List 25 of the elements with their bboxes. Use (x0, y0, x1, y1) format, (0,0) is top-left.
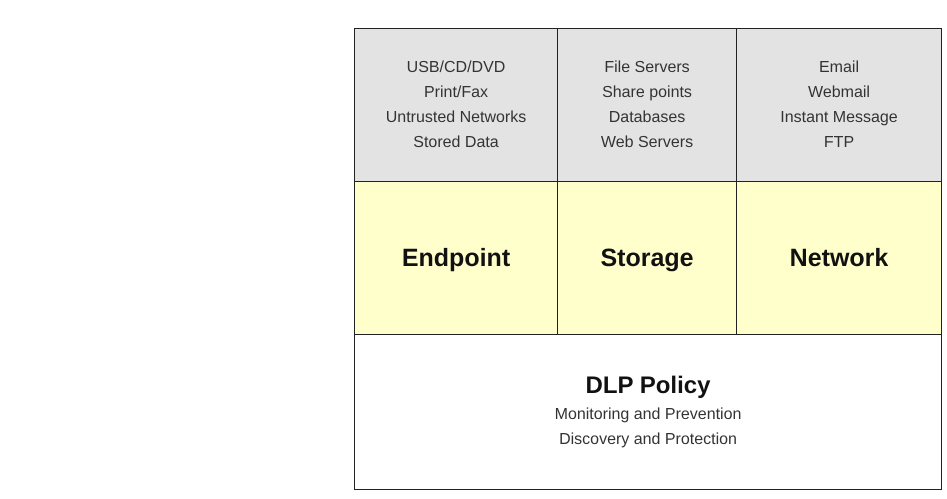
source-cell (557, 28, 737, 182)
policy-title: DLP Policy (586, 372, 710, 400)
policy-line: Discovery and Protection (559, 430, 737, 450)
item-label: Email (818, 58, 859, 78)
item-label: USB/CD/DVD (406, 58, 506, 78)
category-title: Network (790, 244, 888, 272)
item-label: Web Servers (600, 133, 694, 153)
item-label: Instant Message (780, 108, 898, 128)
source-cell (736, 28, 942, 182)
category-cell (557, 181, 737, 335)
policy-panel (354, 334, 942, 490)
item-label: Untrusted Networks (386, 108, 526, 128)
item-label: Webmail (808, 83, 870, 103)
item-label: Databases (608, 108, 686, 128)
item-label: Stored Data (413, 133, 499, 153)
category-title: Endpoint (402, 244, 510, 272)
policy-line: Monitoring and Prevention (554, 405, 742, 425)
item-label: File Servers (604, 58, 690, 78)
category-title: Storage (600, 244, 694, 272)
item-label: Share points (602, 83, 692, 103)
source-cell (354, 28, 558, 182)
category-cell (736, 181, 942, 335)
item-label: Print/Fax (424, 83, 488, 103)
item-label: FTP (824, 133, 854, 153)
category-cell (354, 181, 558, 335)
